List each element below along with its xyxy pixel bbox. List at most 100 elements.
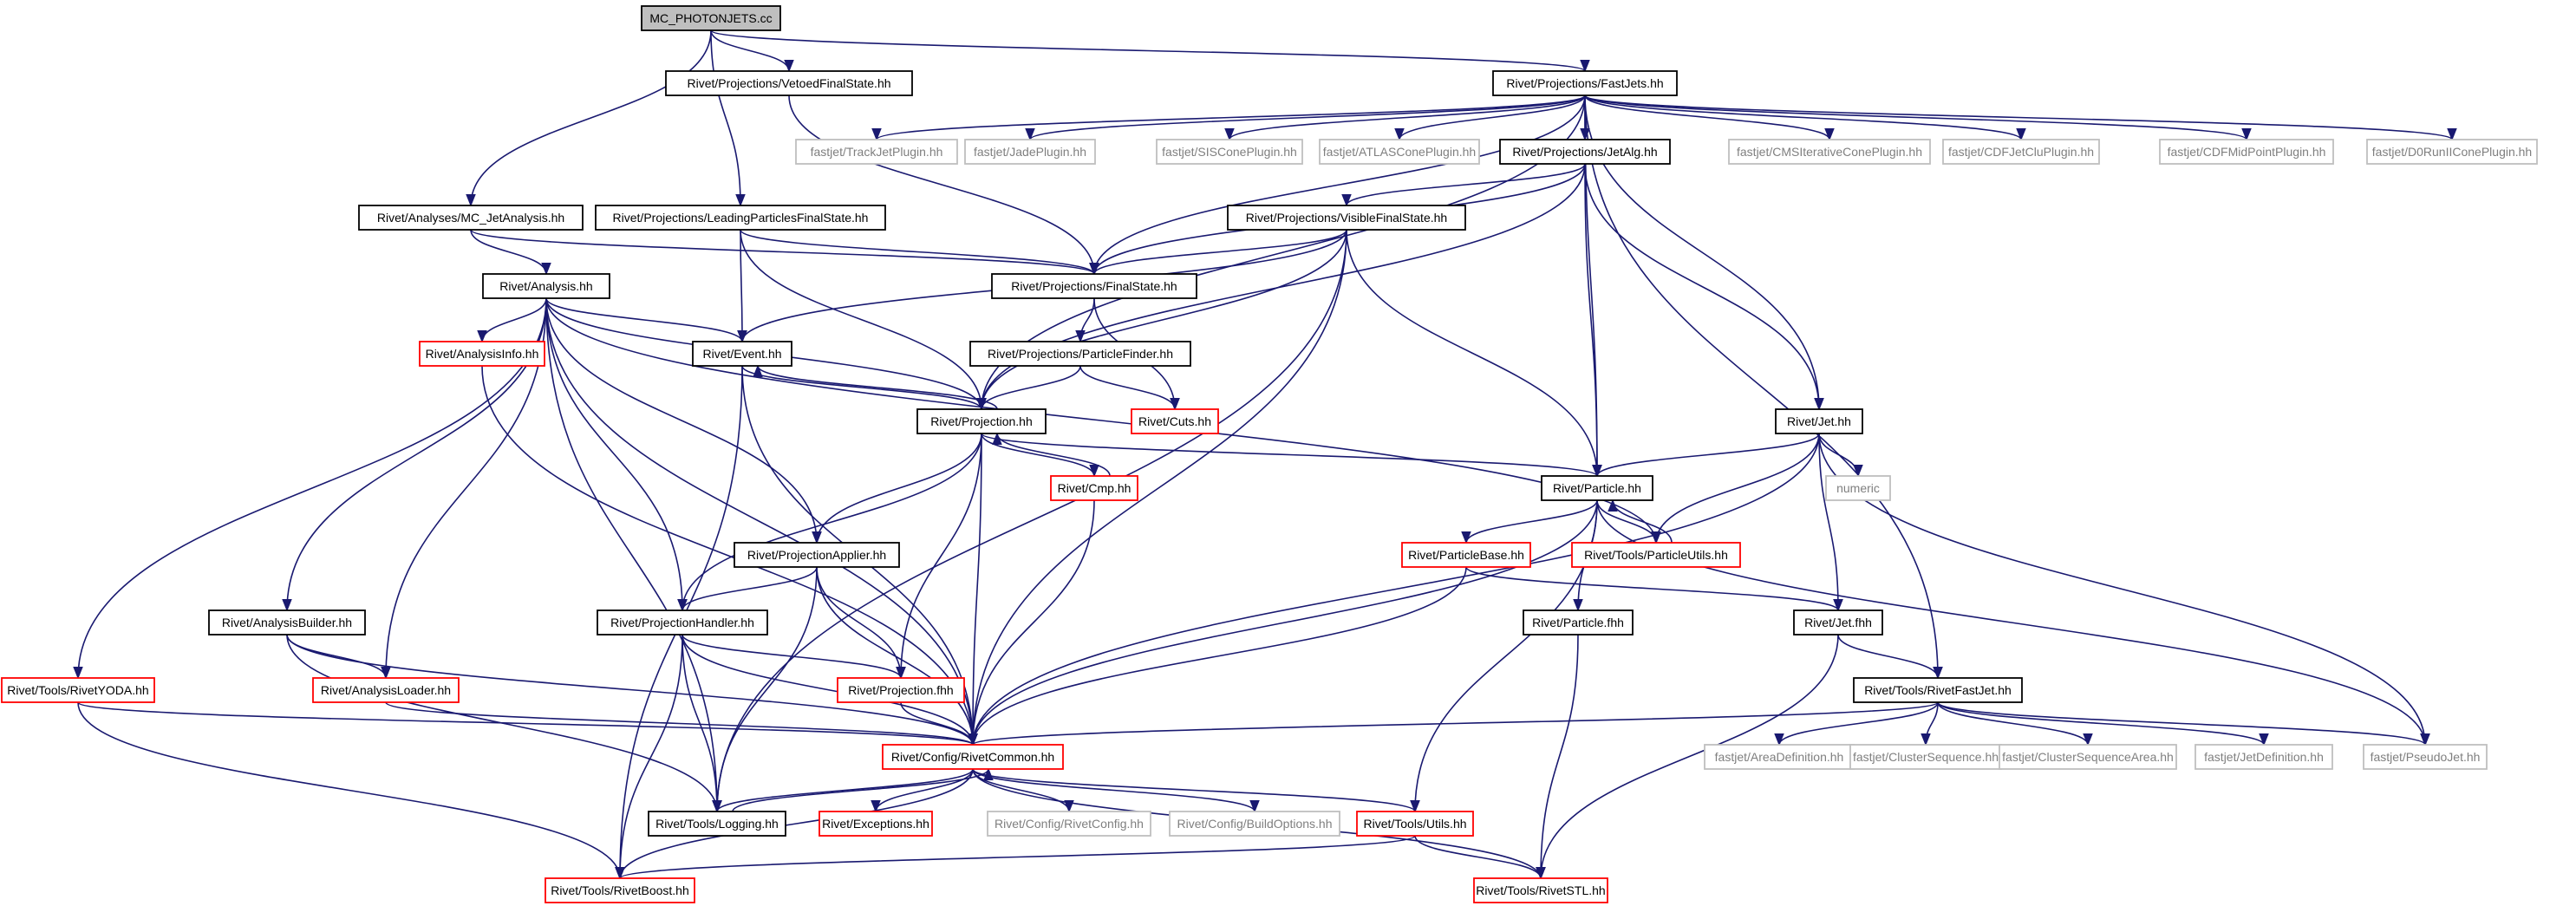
edge-rivet-projectionapplier-hh-to-rivet-config-rivetcommon-hh [816,566,978,746]
edge-rivet-tools-rivetfastjet-hh-to-fastjet-clustersequencearea-hh [1937,701,2093,746]
node-rivet-analysis-hh[interactable]: Rivet/Analysis.hh [482,273,610,299]
node-label: Rivet/Tools/RivetFastJet.hh [1864,683,2012,697]
edge-rivet-projections-particlefinder-hh-to-rivet-cuts-hh [1079,365,1180,411]
node-rivet-exceptions-hh[interactable]: Rivet/Exceptions.hh [818,811,933,837]
edge-rivet-tools-rivetyoda-hh-to-rivet-config-rivetcommon-hh [77,701,978,746]
edge-rivet-analyses-mc-jetanalysis-hh-to-rivet-analysis-hh [470,229,551,276]
node-label: Rivet/Tools/RivetBoost.hh [551,883,689,897]
node-rivet-cmp-hh[interactable]: Rivet/Cmp.hh [1050,475,1138,501]
node-label: fastjet/D0RunIIConePlugin.hh [2372,145,2532,159]
node-label: fastjet/CDFJetCluPlugin.hh [1948,145,2094,159]
edge-rivet-cmp-hh-to-rivet-config-rivetcommon-hh [968,499,1095,746]
edge-rivet-projections-fastjets-hh-to-fastjet-cmsiterativeconeplugin-hh [1584,95,1835,141]
node-box [648,811,786,837]
edge-rivet-tools-rivetfastjet-hh-to-fastjet-jetdefinition-hh [1937,701,2269,746]
edge-rivet-particle-hh-to-rivet-config-rivetcommon-hh [968,499,1598,746]
node-box [1473,877,1608,903]
node-label: Rivet/Projection.hh [930,414,1033,428]
node-fastjet-cdfjetcluplugin-hh: fastjet/CDFJetCluPlugin.hh [1942,139,2100,165]
node-label: Rivet/Projection.fhh [848,683,953,697]
edge-rivet-analysisbuilder-hh-to-rivet-config-rivetcommon-hh [286,634,978,746]
edge-rivet-projections-jetalg-hh-to-rivet-jet-hh [1584,163,1824,411]
node-label: Rivet/Projections/VisibleFinalState.hh [1246,211,1447,225]
node-label: Rivet/Cuts.hh [1138,414,1211,428]
node-label: Rivet/Tools/ParticleUtils.hh [1584,548,1728,562]
edge-rivet-projections-jetalg-hh-to-rivet-projections-visiblefinalstate-hh [1341,163,1586,207]
node-label: fastjet/PseudoJet.hh [2371,750,2481,764]
node-mc-photonjets-cc[interactable]: MC_PHOTONJETS.cc [641,5,781,31]
node-rivet-tools-rivetstl-hh[interactable]: Rivet/Tools/RivetSTL.hh [1473,877,1608,903]
edge-rivet-jet-hh-to-rivet-jet-fhh [1818,433,1843,612]
edge-rivet-jet-hh-to-rivet-tools-particleutils-hh [1651,433,1820,544]
node-box [1571,542,1741,568]
node-rivet-analysisinfo-hh[interactable]: Rivet/AnalysisInfo.hh [419,341,545,367]
node-rivet-tools-rivetyoda-hh[interactable]: Rivet/Tools/RivetYODA.hh [1,677,155,703]
node-rivet-jet-fhh[interactable]: Rivet/Jet.fhh [1793,609,1883,636]
node-box [1775,408,1863,434]
node-rivet-projections-finalstate-hh[interactable]: Rivet/Projections/FinalState.hh [991,273,1197,299]
node-label: Rivet/Config/RivetCommon.hh [891,750,1054,764]
node-box [991,273,1197,299]
node-rivet-tools-utils-hh[interactable]: Rivet/Tools/Utils.hh [1356,811,1474,837]
node-rivet-projection-hh[interactable]: Rivet/Projection.hh [916,408,1047,434]
node-box [1793,609,1883,636]
node-rivet-analysisloader-hh[interactable]: Rivet/AnalysisLoader.hh [312,677,460,703]
node-rivet-projections-particlefinder-hh[interactable]: Rivet/Projections/ParticleFinder.hh [969,341,1191,367]
node-fastjet-cmsiterativeconeplugin-hh: fastjet/CMSIterativeConePlugin.hh [1728,139,1931,165]
edge-rivet-analysis-hh-to-rivet-event-hh [545,297,747,343]
node-fastjet-cdfmidpointplugin-hh: fastjet/CDFMidPointPlugin.hh [2159,139,2334,165]
node-rivet-particle-fhh[interactable]: Rivet/Particle.fhh [1523,609,1634,636]
node-label: numeric [1836,481,1880,495]
node-box [2194,744,2333,770]
edge-mc-photonjets-cc-to-rivet-projections-fastjets-hh [710,29,1590,73]
node-rivet-particlebase-hh[interactable]: Rivet/ParticleBase.hh [1401,542,1531,568]
edge-mc-photonjets-cc-to-rivet-projections-leadingparticlesfinalstate-hh [710,29,746,207]
node-fastjet-d0runiiconeplugin-hh: fastjet/D0RunIIConePlugin.hh [2366,139,2538,165]
node-box [2363,744,2488,770]
node-rivet-analyses-mc-jetanalysis-hh[interactable]: Rivet/Analyses/MC_JetAnalysis.hh [358,205,584,231]
node-label: Rivet/Jet.hh [1787,414,1851,428]
edge-rivet-projection-hh-to-rivet-cmp-hh [981,433,1099,478]
node-rivet-tools-rivetfastjet-hh[interactable]: Rivet/Tools/RivetFastJet.hh [1853,677,2023,703]
node-box [1169,811,1340,837]
node-rivet-projection-fhh[interactable]: Rivet/Projection.fhh [837,677,965,703]
edge-rivet-config-rivetcommon-hh-to-rivet-tools-rivetboost-hh [615,768,974,880]
edge-rivet-tools-rivetfastjet-hh-to-fastjet-clustersequence-hh [1921,701,1939,746]
node-rivet-particle-hh[interactable]: Rivet/Particle.hh [1541,475,1653,501]
node-rivet-jet-hh[interactable]: Rivet/Jet.hh [1775,408,1863,434]
node-box [208,609,366,636]
node-rivet-projections-leadingparticlesfinalstate-hh[interactable]: Rivet/Projections/LeadingParticlesFinalS… [595,205,886,231]
node-label: Rivet/AnalysisBuilder.hh [222,616,352,629]
node-rivet-projections-vetoedfinalstate-hh[interactable]: Rivet/Projections/VetoedFinalState.hh [665,70,913,96]
edge-rivet-tools-rivetfastjet-hh-to-rivet-config-rivetcommon-hh [968,701,1939,746]
node-box [734,542,900,568]
edge-rivet-config-rivetcommon-hh-to-rivet-exceptions-hh [871,768,974,813]
node-box [1541,475,1653,501]
node-box [692,341,792,367]
node-rivet-cuts-hh[interactable]: Rivet/Cuts.hh [1131,408,1219,434]
node-rivet-projectionapplier-hh[interactable]: Rivet/ProjectionApplier.hh [734,542,900,568]
node-rivet-projections-fastjets-hh[interactable]: Rivet/Projections/FastJets.hh [1492,70,1678,96]
node-rivet-tools-logging-hh[interactable]: Rivet/Tools/Logging.hh [648,811,786,837]
node-fastjet-clustersequencearea-hh: fastjet/ClusterSequenceArea.hh [1999,744,2177,770]
node-rivet-projections-visiblefinalstate-hh[interactable]: Rivet/Projections/VisibleFinalState.hh [1227,205,1466,231]
node-rivet-tools-rivetboost-hh[interactable]: Rivet/Tools/RivetBoost.hh [545,877,695,903]
node-fastjet-jetdefinition-hh: fastjet/JetDefinition.hh [2194,744,2333,770]
node-label: Rivet/Projections/VetoedFinalState.hh [687,76,890,90]
node-fastjet-atlasconeplugin-hh: fastjet/ATLASConePlugin.hh [1319,139,1480,165]
node-rivet-tools-particleutils-hh[interactable]: Rivet/Tools/ParticleUtils.hh [1571,542,1741,568]
edge-rivet-analysisinfo-hh-to-rivet-config-rivetcommon-hh [481,365,978,746]
node-box [2366,139,2538,165]
edge-rivet-tools-rivetyoda-hh-to-rivet-tools-rivetboost-hh [77,701,625,880]
node-box [1999,744,2177,770]
node-label: Rivet/AnalysisInfo.hh [426,347,539,361]
node-rivet-analysisbuilder-hh[interactable]: Rivet/AnalysisBuilder.hh [208,609,366,636]
node-rivet-projections-jetalg-hh[interactable]: Rivet/Projections/JetAlg.hh [1499,139,1671,165]
edge-rivet-config-rivetcommon-hh-to-rivet-tools-logging-hh [712,768,974,813]
node-rivet-projectionhandler-hh[interactable]: Rivet/ProjectionHandler.hh [597,609,768,636]
node-label: Rivet/Projections/LeadingParticlesFinalS… [613,211,869,225]
node-box [1319,139,1480,165]
node-rivet-config-rivetcommon-hh[interactable]: Rivet/Config/RivetCommon.hh [882,744,1064,770]
node-box [1942,139,2100,165]
node-rivet-event-hh[interactable]: Rivet/Event.hh [692,341,792,367]
